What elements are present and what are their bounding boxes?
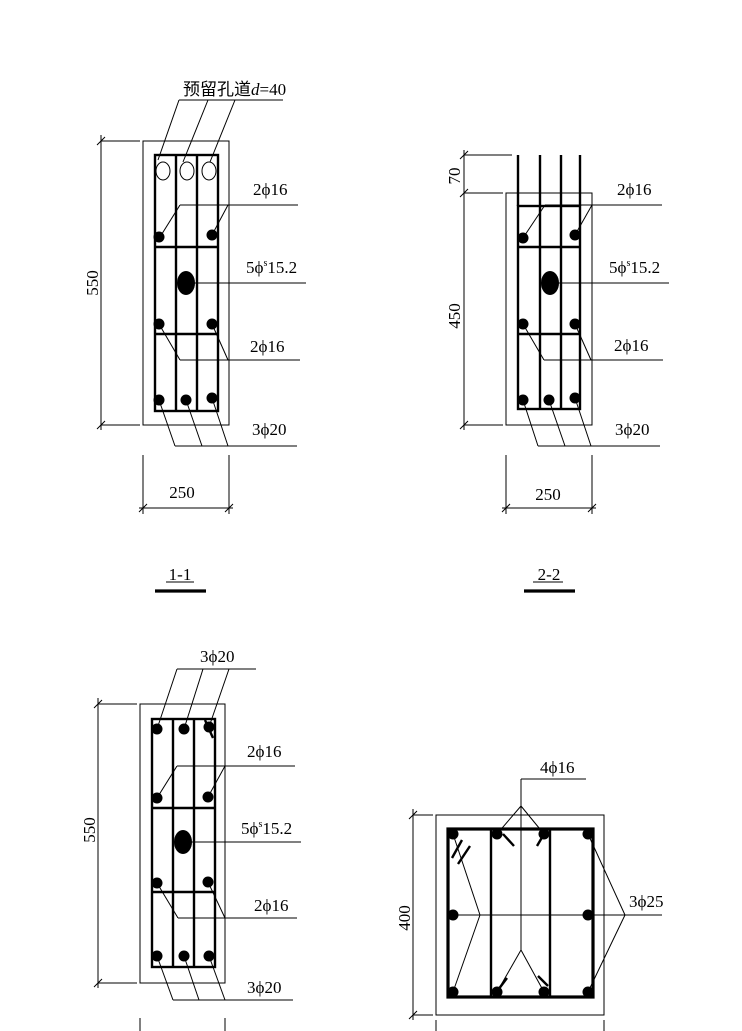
dimension-tick — [408, 1010, 418, 1020]
leader-line — [211, 204, 229, 236]
leader-line — [208, 955, 226, 1001]
leader-line — [157, 99, 180, 161]
leader-line — [156, 882, 179, 919]
dimension-tick — [408, 810, 418, 820]
section-2-stirrup — [516, 204, 582, 411]
dimension-tick — [93, 699, 103, 709]
section-3-outline — [139, 703, 226, 984]
leader-line — [548, 399, 566, 447]
dimension-tick — [459, 420, 469, 430]
width-dimension-text: 250 — [535, 485, 561, 504]
label-3phi20-top: 3ϕ20 — [200, 647, 234, 666]
dimension-tick — [459, 188, 469, 198]
leader-line — [183, 668, 204, 730]
label-tendon: 5ϕs15.2 — [246, 258, 297, 277]
leader-line — [211, 323, 229, 361]
leader-line — [209, 99, 236, 163]
stirrup-hook — [537, 975, 549, 987]
leader-line — [452, 914, 481, 993]
leader-line — [185, 399, 203, 447]
section-3-stirrup — [150, 717, 217, 969]
dimension-tick — [96, 136, 106, 146]
leader-line — [520, 949, 545, 993]
dimension-tick — [138, 503, 148, 513]
leader-line — [211, 397, 229, 447]
height-dimension-text: 450 — [445, 303, 464, 329]
leader-line — [182, 99, 209, 163]
label-2phi16-top: 2ϕ16 — [253, 180, 287, 199]
duct-hole — [155, 161, 171, 181]
width-dimension-text: 250 — [169, 483, 195, 502]
dimension-tick — [501, 503, 511, 513]
label-3phi20-bottom: 3ϕ20 — [247, 978, 281, 997]
dimension-tick — [459, 150, 469, 160]
leader-line — [158, 323, 181, 361]
hole-label: 预留孔道d=40 — [183, 80, 286, 99]
label-2phi16-top: 2ϕ16 — [247, 742, 281, 761]
height-dimension-text: 550 — [80, 817, 99, 843]
label-2phi16-top: 2ϕ16 — [617, 180, 651, 199]
leader-line — [587, 833, 626, 916]
dimension-tick — [224, 503, 234, 513]
section-title: 1-1 — [169, 565, 192, 584]
duct-hole — [179, 161, 195, 181]
label-3phi20-bottom: 3ϕ20 — [252, 420, 286, 439]
leader-line — [587, 914, 626, 993]
dimension-tick — [96, 420, 106, 430]
leader-line — [522, 204, 546, 239]
dimension-tick — [93, 978, 103, 988]
section-1-1: 预留孔道d=40 2ϕ16 5ϕs15.2 2ϕ16 3ϕ20 550 250 … — [83, 80, 306, 593]
dimension-tick — [587, 503, 597, 513]
leader-line — [158, 399, 176, 447]
leader-line — [452, 833, 481, 916]
leader-line — [156, 668, 178, 730]
label-2phi16-bottom: 2ϕ16 — [254, 896, 288, 915]
section-2-2: 2ϕ16 5ϕs15.2 2ϕ16 3ϕ20 70 450 250 2-2 — [445, 150, 669, 593]
leader-line — [574, 323, 592, 361]
leader-line — [156, 955, 174, 1001]
stirrup-hook — [450, 839, 464, 859]
leader-line — [207, 765, 226, 798]
label-tendon: 5ϕs15.2 — [609, 258, 660, 277]
leader-line — [522, 399, 539, 447]
label-2phi16-bottom: 2ϕ16 — [250, 337, 284, 356]
label-2phi16-bottom: 2ϕ16 — [614, 336, 648, 355]
leader-line — [496, 805, 522, 835]
top-dimension-text: 70 — [445, 168, 464, 185]
duct-hole — [201, 161, 217, 181]
leader-line — [183, 955, 200, 1001]
section-3: 3ϕ20 2ϕ16 5ϕs15.2 2ϕ16 3ϕ20 550 — [80, 647, 301, 1031]
leader-line — [496, 949, 522, 993]
leader-line — [156, 765, 178, 799]
leader-line — [522, 323, 545, 361]
stirrup-hook — [502, 833, 515, 847]
leader-line — [208, 668, 230, 728]
section-2-outline — [505, 192, 593, 426]
label-3phi25: 3ϕ25 — [629, 892, 663, 911]
label-4phi16: 4ϕ16 — [540, 758, 574, 777]
section-title: 2-2 — [538, 565, 561, 584]
leader-line — [207, 881, 226, 919]
label-3phi20-bottom: 3ϕ20 — [615, 420, 649, 439]
height-dimension-text: 550 — [83, 270, 102, 296]
label-tendon: 5ϕs15.2 — [241, 819, 292, 838]
leader-line — [574, 397, 592, 447]
height-dimension-text: 400 — [395, 905, 414, 931]
section-4: 4ϕ16 3ϕ25 400 — [395, 758, 663, 1031]
leader-line — [520, 805, 545, 835]
leader-line — [159, 204, 181, 238]
stirrup-hook — [457, 845, 471, 865]
leader-line — [574, 204, 593, 236]
